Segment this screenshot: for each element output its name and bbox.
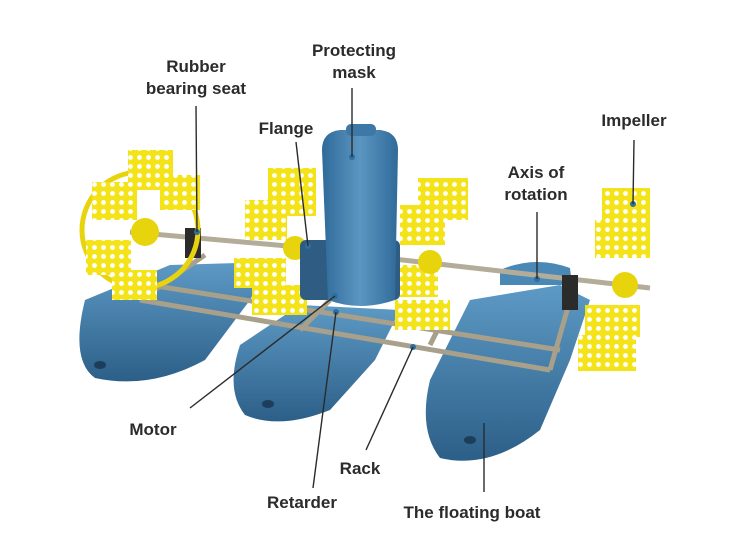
label-rubber-bearing-seat-line2: bearing seat — [145, 79, 247, 98]
impeller-far-right — [578, 188, 650, 371]
label-retarder: Retarder — [256, 492, 348, 514]
bearing-seat-right — [562, 275, 578, 310]
protecting-mask — [322, 124, 398, 306]
label-flange-text: Flange — [258, 119, 314, 138]
label-axis-of-rotation: Axis of rotation — [490, 162, 582, 206]
label-protecting-mask-line1: Protecting — [311, 41, 397, 60]
label-flange: Flange — [250, 118, 322, 140]
label-floating-boat-text: The floating boat — [403, 503, 541, 522]
label-rubber-bearing-seat-line1: Rubber — [166, 57, 226, 76]
label-motor-text: Motor — [129, 420, 177, 439]
label-impeller-text: Impeller — [601, 111, 667, 130]
impeller-far-left — [79, 150, 201, 300]
label-rack-text: Rack — [339, 459, 381, 478]
impeller-center-right — [390, 178, 468, 330]
impeller-center-left — [234, 168, 316, 315]
floating-boat-middle — [233, 305, 400, 422]
label-motor: Motor — [116, 419, 190, 441]
label-rack: Rack — [332, 458, 388, 480]
label-floating-boat: The floating boat — [394, 502, 550, 524]
leader-lines — [189, 88, 635, 492]
label-protecting-mask-line2: mask — [332, 63, 376, 82]
label-axis-of-rotation-line2: rotation — [504, 185, 568, 204]
label-retarder-text: Retarder — [267, 493, 337, 512]
label-axis-of-rotation-line1: Axis of — [507, 163, 565, 182]
label-protecting-mask: Protecting mask — [300, 40, 408, 84]
label-rubber-bearing-seat: Rubber bearing seat — [136, 56, 256, 100]
label-impeller: Impeller — [590, 110, 678, 132]
